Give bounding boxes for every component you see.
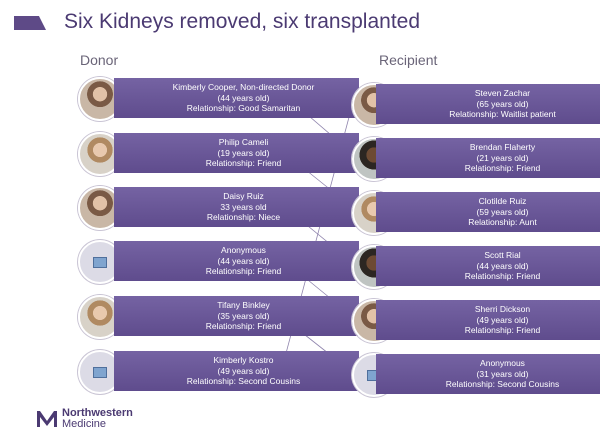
recipient-info-box: Clotilde Ruiz (59 years old) Relationshi… (376, 192, 600, 232)
recipient-info-box: Brendan Flaherty (21 years old) Relation… (376, 138, 600, 178)
donor-relationship: Relationship: Friend (205, 158, 282, 169)
recipient-card: Steven Zachar (65 years old) Relationshi… (352, 83, 600, 127)
recipient-card: Clotilde Ruiz (59 years old) Relationshi… (352, 191, 600, 235)
donor-relationship: Relationship: Friend (205, 266, 282, 277)
recipient-relationship: Relationship: Aunt (468, 217, 537, 228)
donor-card: Daisy Ruiz 33 years old Relationship: Ni… (78, 186, 368, 230)
recipient-relationship: Relationship: Waitlist patient (449, 109, 556, 120)
donor-age: (44 years old) (217, 92, 270, 103)
title-accent-bar (14, 16, 46, 30)
recipient-age: (31 years old) (476, 368, 529, 379)
donor-info-box: Kimberly Cooper, Non-directed Donor (44 … (114, 78, 359, 118)
recipient-relationship: Relationship: Friend (464, 271, 541, 282)
donor-relationship: Relationship: Good Samaritan (186, 103, 301, 114)
donor-info-box: Daisy Ruiz 33 years old Relationship: Ni… (114, 187, 359, 227)
donor-card: Kimberly Cooper, Non-directed Donor (44 … (78, 77, 368, 121)
recipient-age: (59 years old) (476, 206, 529, 217)
donor-relationship: Relationship: Niece (206, 212, 281, 223)
donor-info-box: Tifany Binkley (35 years old) Relationsh… (114, 296, 359, 336)
slide-title: Six Kidneys removed, six transplanted (64, 10, 421, 33)
recipient-age: (65 years old) (476, 98, 529, 109)
donor-age: (19 years old) (217, 147, 270, 158)
recipient-age: (21 years old) (476, 152, 529, 163)
recipient-card: Brendan Flaherty (21 years old) Relation… (352, 137, 600, 181)
donor-name: Kimberly Cooper, Non-directed Donor (172, 81, 315, 92)
donor-column-header: Donor (80, 52, 119, 68)
nm-logo-icon (37, 411, 57, 427)
recipient-relationship: Relationship: Friend (464, 163, 541, 174)
logo-line-1: Northwestern (62, 407, 133, 419)
donor-relationship: Relationship: Friend (205, 321, 282, 332)
donor-card: Anonymous (44 years old) Relationship: F… (78, 240, 368, 284)
recipient-card: Scott Rial (44 years old) Relationship: … (352, 245, 600, 289)
donor-card: Philip Cameli (19 years old) Relationshi… (78, 132, 368, 176)
donor-card: Tifany Binkley (35 years old) Relationsh… (78, 295, 368, 339)
donor-name: Tifany Binkley (217, 299, 270, 310)
recipient-info-box: Steven Zachar (65 years old) Relationshi… (376, 84, 600, 124)
recipient-age: (44 years old) (476, 260, 529, 271)
recipient-name: Clotilde Ruiz (478, 195, 527, 206)
recipient-card: Anonymous (31 years old) Relationship: S… (352, 353, 600, 397)
donor-age: 33 years old (220, 201, 267, 212)
logo-line-2: Medicine (62, 418, 107, 430)
donor-name: Anonymous (221, 244, 266, 255)
donor-info-box: Kimberly Kostro (49 years old) Relations… (114, 351, 359, 391)
donor-age: (35 years old) (217, 310, 270, 321)
recipient-name: Steven Zachar (474, 87, 531, 98)
recipient-age: (49 years old) (476, 314, 529, 325)
recipient-name: Sherri Dickson (474, 303, 531, 314)
donor-name: Philip Cameli (218, 136, 269, 147)
recipient-name: Anonymous (480, 357, 525, 368)
recipient-info-box: Anonymous (31 years old) Relationship: S… (376, 354, 600, 394)
recipient-relationship: Relationship: Second Cousins (445, 379, 560, 390)
donor-card: Kimberly Kostro (49 years old) Relations… (78, 350, 368, 394)
donor-age: (44 years old) (217, 255, 270, 266)
recipient-name: Scott Rial (484, 249, 521, 260)
recipient-card: Sherri Dickson (49 years old) Relationsh… (352, 299, 600, 343)
donor-info-box: Philip Cameli (19 years old) Relationshi… (114, 133, 359, 173)
recipient-relationship: Relationship: Friend (464, 325, 541, 336)
donor-name: Kimberly Kostro (213, 354, 274, 365)
donor-age: (49 years old) (217, 365, 270, 376)
donor-relationship: Relationship: Second Cousins (186, 376, 301, 387)
recipient-info-box: Scott Rial (44 years old) Relationship: … (376, 246, 600, 286)
recipient-name: Brendan Flaherty (469, 141, 536, 152)
donor-name: Daisy Ruiz (223, 190, 264, 201)
donor-info-box: Anonymous (44 years old) Relationship: F… (114, 241, 359, 281)
recipient-column-header: Recipient (379, 52, 438, 68)
northwestern-medicine-logo: Northwestern Medicine (36, 408, 133, 430)
recipient-info-box: Sherri Dickson (49 years old) Relationsh… (376, 300, 600, 340)
